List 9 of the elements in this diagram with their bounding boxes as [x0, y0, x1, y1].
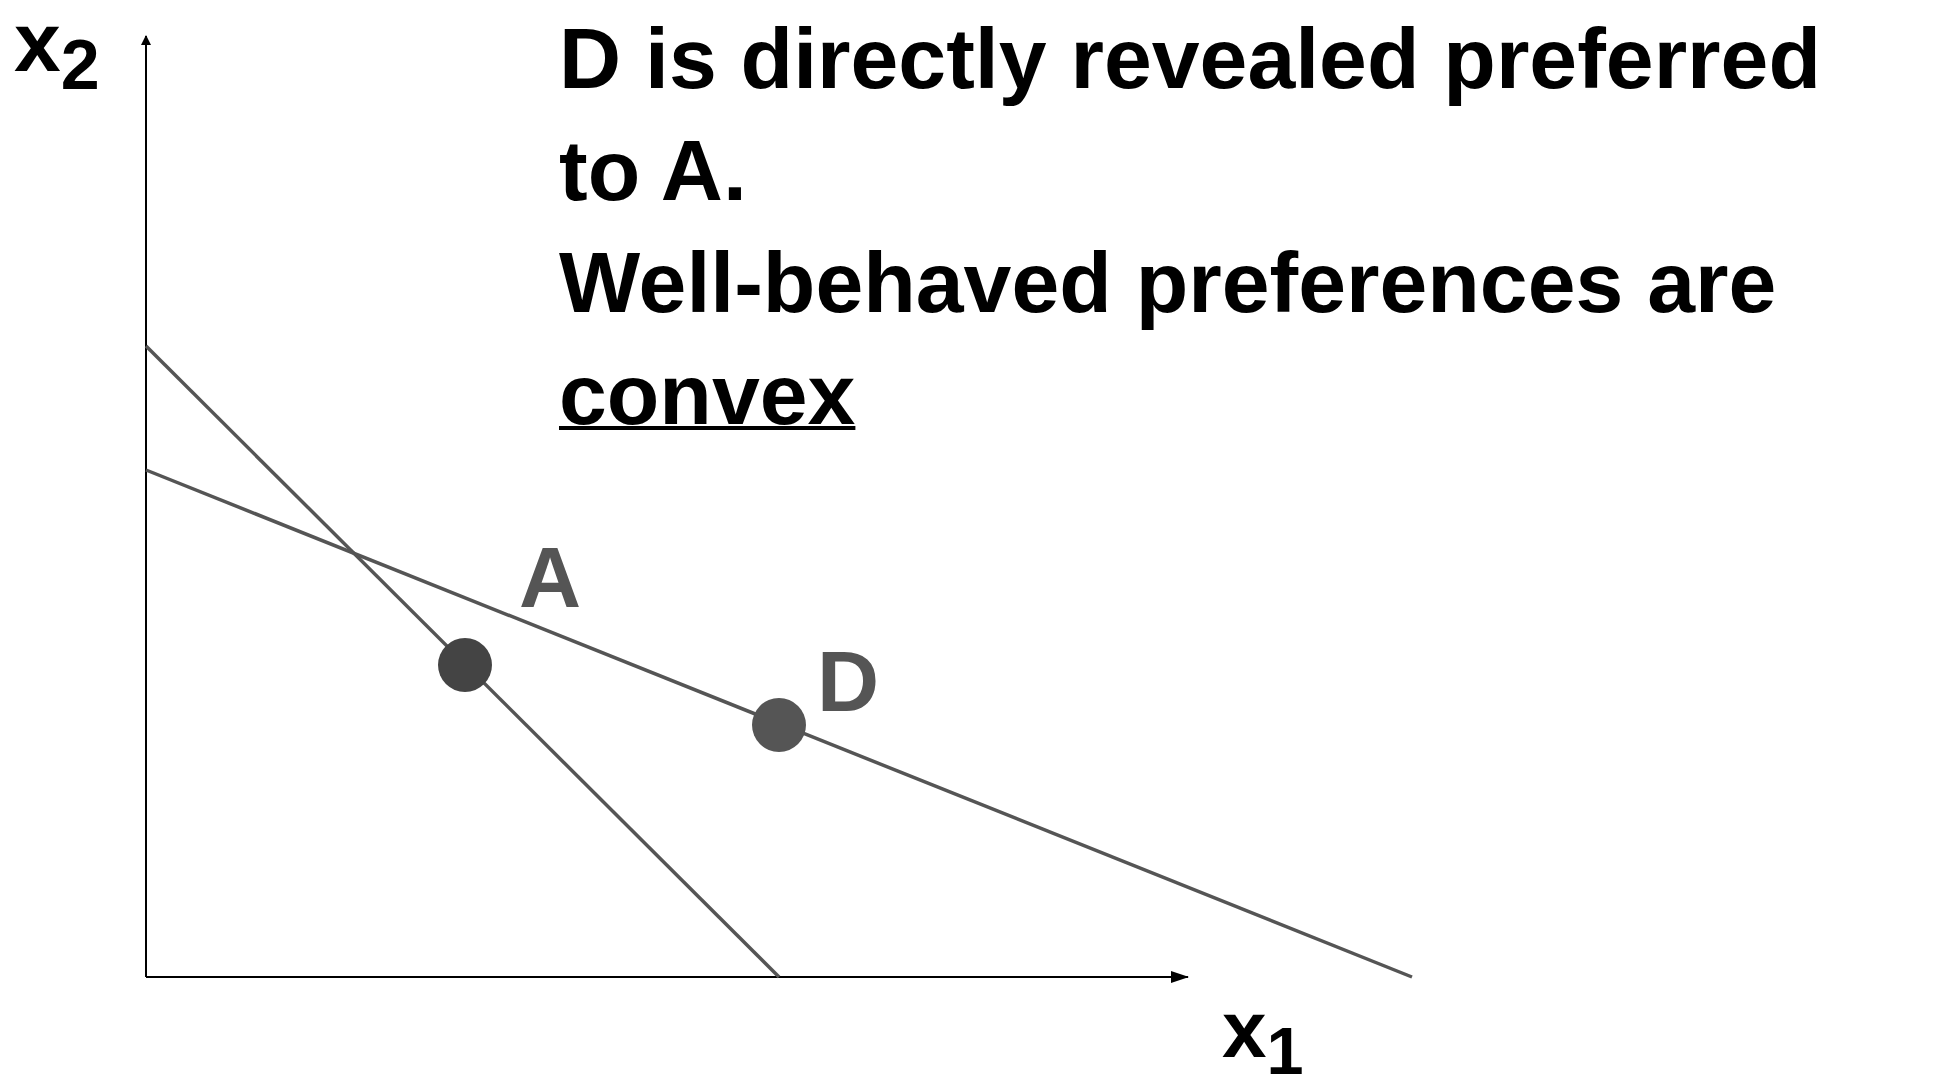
emphasis-text: convex — [559, 345, 856, 444]
statement-text: D is directly revealed preferred to A. — [559, 9, 1822, 220]
bundle-point — [438, 638, 492, 692]
statement-text: Well-behaved preferences are — [559, 233, 1777, 332]
axis-label: x$_{1}$ — [1222, 990, 1304, 1085]
point-label: A — [519, 534, 582, 620]
point-label: D — [817, 638, 880, 724]
bundle-point — [752, 698, 806, 752]
axis-label: x$_{2}$ — [14, 0, 100, 104]
